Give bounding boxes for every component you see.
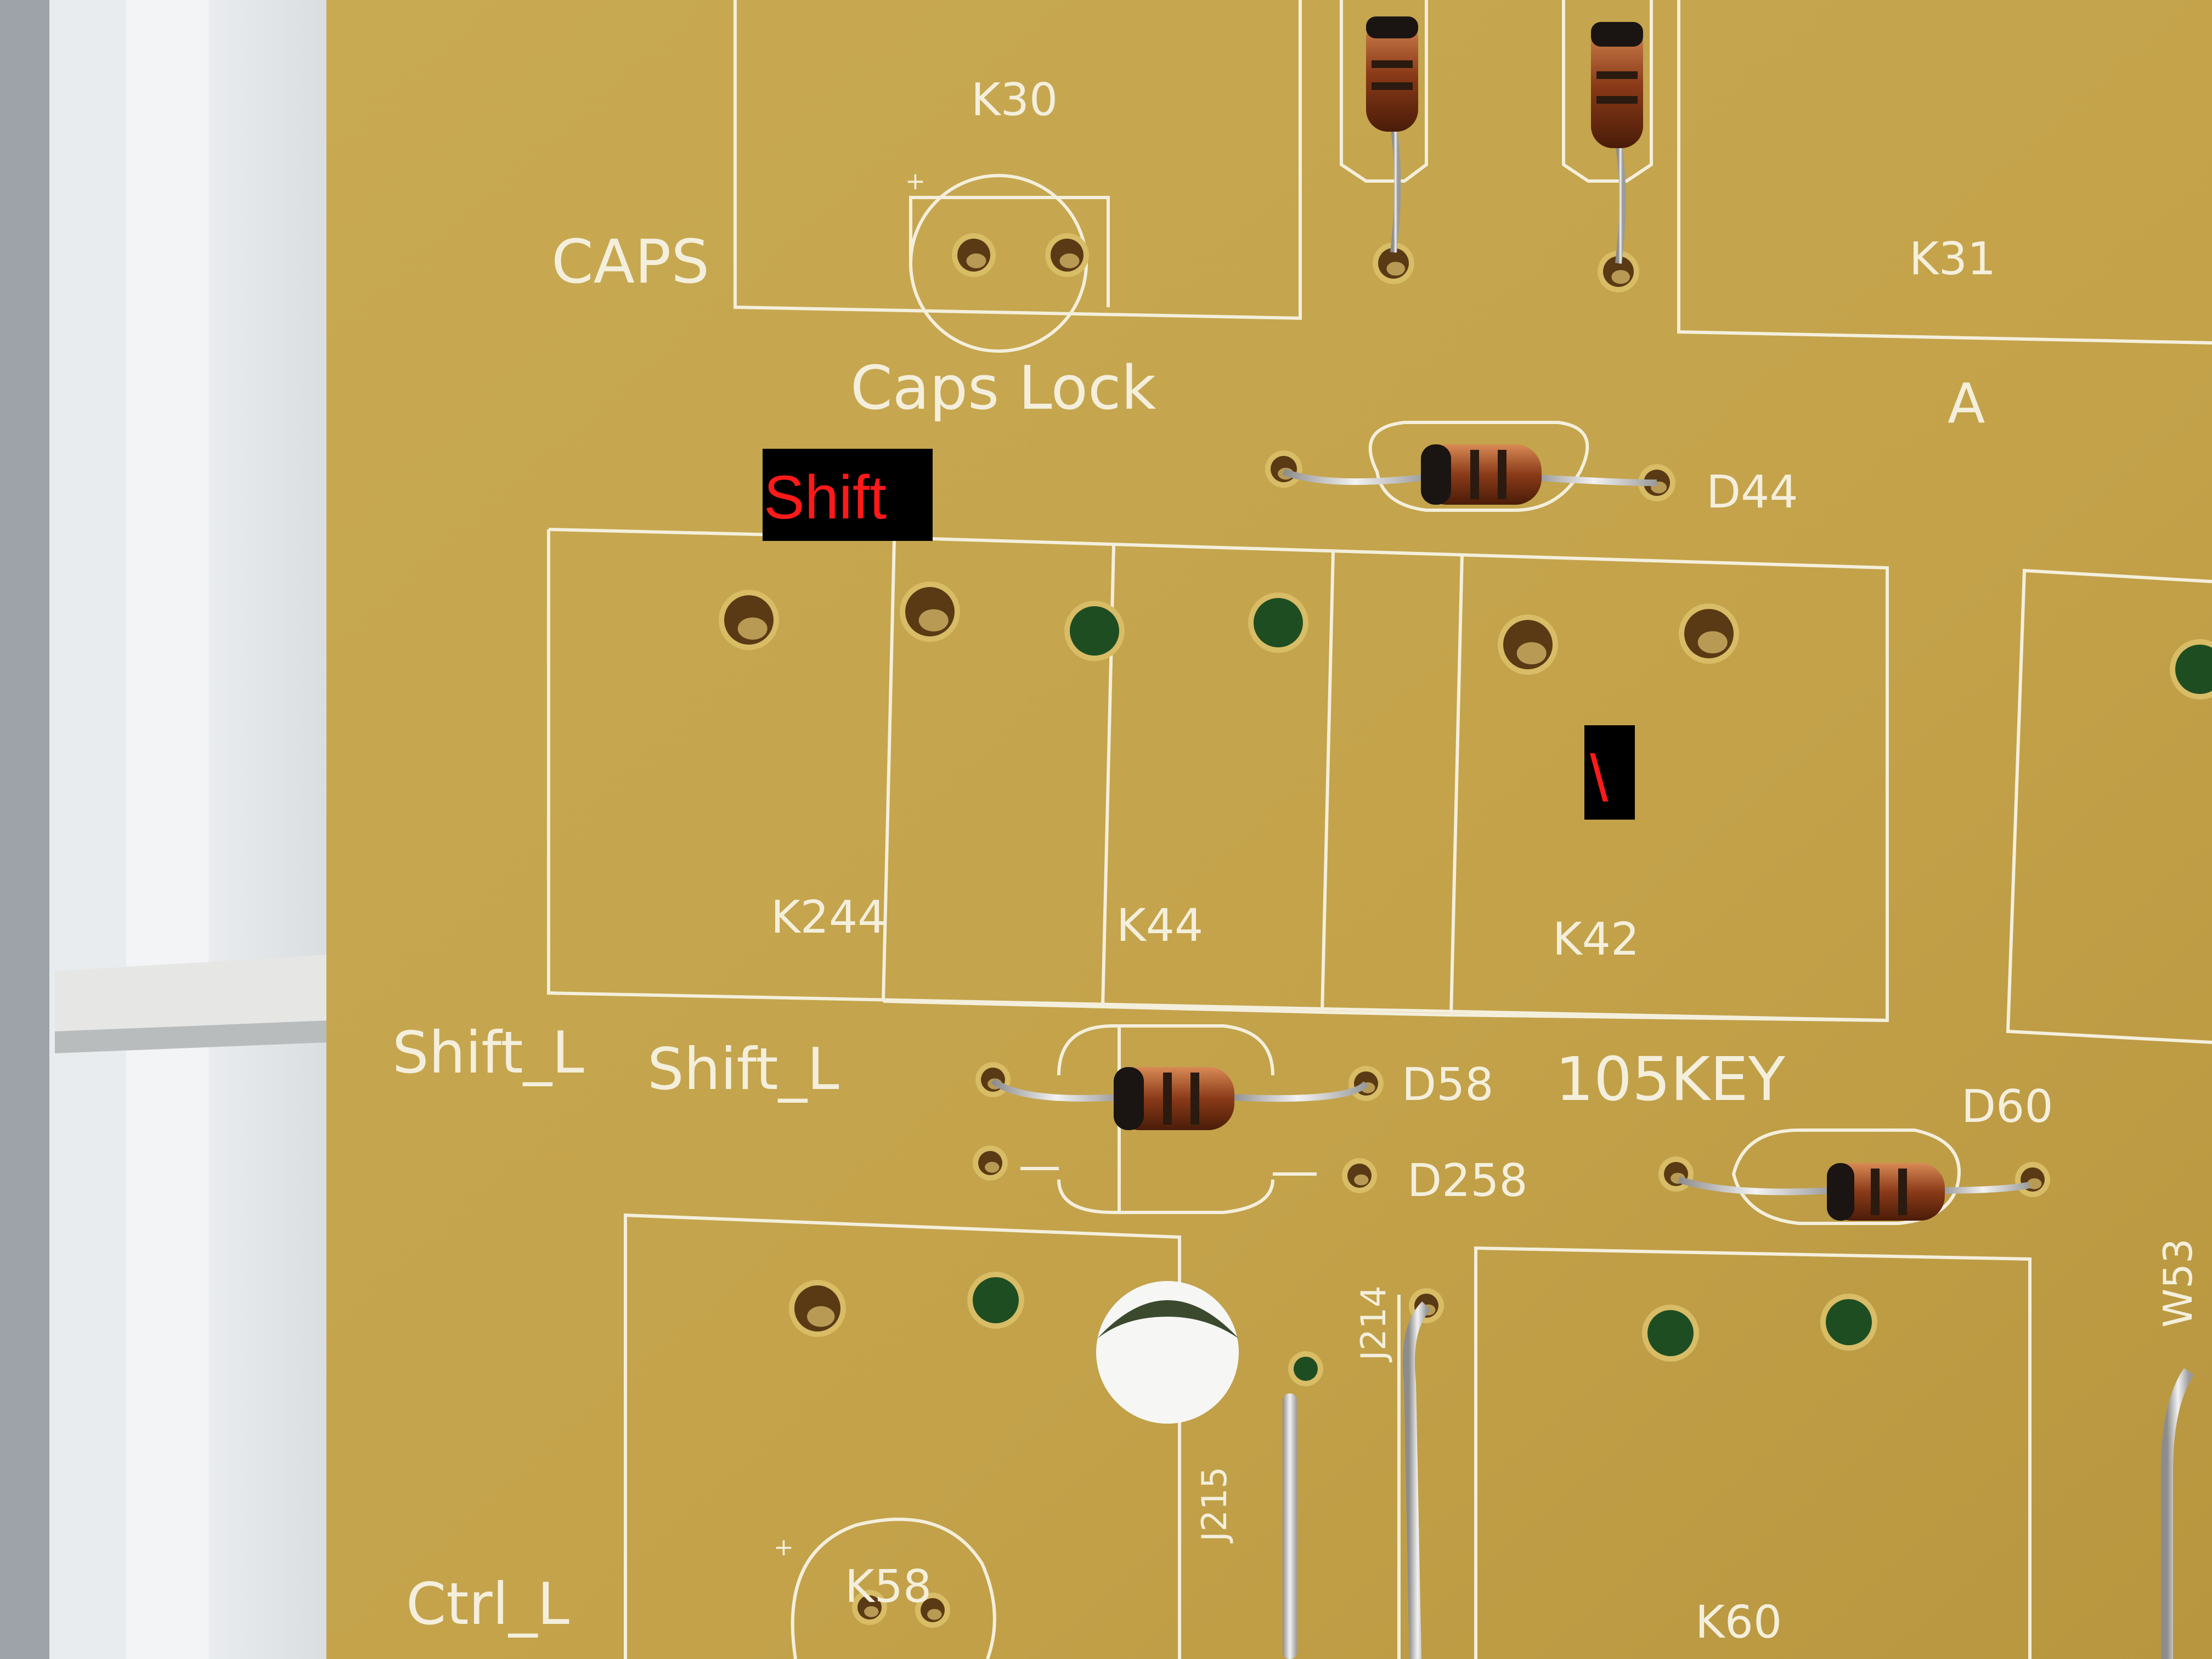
drill-hole <box>1294 1357 1318 1381</box>
label-shift-l-2: Shift_L <box>647 1036 839 1103</box>
hole-highlight <box>918 609 949 631</box>
label-k31: K31 <box>1909 233 1996 285</box>
svg-text:+: + <box>905 167 926 195</box>
hole-highlight <box>1697 631 1728 653</box>
diode-d60 <box>1678 1163 2031 1221</box>
silkscreen-labels: CAPS Caps Lock K30 K31 A D44 K244 K44 K4… <box>392 74 2201 1649</box>
annotation-shift-text: Shift <box>764 463 887 532</box>
hole-highlight <box>864 1606 879 1617</box>
label-d60: D60 <box>1961 1081 2053 1133</box>
hole-highlight <box>1611 270 1630 284</box>
label-caps: CAPS <box>551 227 709 297</box>
label-k244: K244 <box>771 891 886 944</box>
diode-d44 <box>1282 444 1657 505</box>
pcb-holes <box>719 233 2212 1628</box>
drill-hole <box>1826 1299 1872 1345</box>
jumper-wires <box>1283 1301 2194 1659</box>
hole-highlight <box>1059 253 1080 268</box>
hole-highlight <box>985 1161 1000 1173</box>
hole-highlight <box>1354 1174 1369 1186</box>
label-d58: D58 <box>1402 1059 1493 1111</box>
svg-text:+: + <box>774 1533 794 1561</box>
annotation-backslash-text: \ <box>1590 742 1609 815</box>
label-shift-l-1: Shift_L <box>392 1019 584 1086</box>
label-a: A <box>1948 371 1985 436</box>
drill-hole <box>973 1277 1019 1323</box>
label-d258: D258 <box>1407 1155 1528 1207</box>
hole-highlight <box>737 617 768 640</box>
label-k42: K42 <box>1553 913 1639 966</box>
drill-hole <box>1647 1310 1694 1356</box>
pcb-board <box>326 0 2212 1659</box>
drill-hole <box>2175 645 2212 694</box>
diode-d58 <box>991 1067 1369 1130</box>
label-w53: W53 <box>2155 1238 2201 1328</box>
hole-highlight <box>1386 262 1405 276</box>
drill-hole <box>1254 598 1303 647</box>
hole-highlight <box>927 1609 942 1620</box>
label-k44: K44 <box>1116 900 1203 952</box>
hole-highlight <box>966 253 986 268</box>
label-d44: D44 <box>1706 466 1798 518</box>
label-105key: 105KEY <box>1555 1044 1786 1114</box>
label-k58: K58 <box>845 1561 932 1613</box>
plastic-frame <box>0 0 351 1659</box>
hole-highlight <box>2027 1178 2042 1189</box>
label-ctrl-l: Ctrl_L <box>406 1571 569 1638</box>
hole-highlight <box>1516 642 1547 664</box>
hole-highlight <box>807 1306 835 1327</box>
label-caps-lock: Caps Lock <box>850 353 1156 423</box>
label-k30: K30 <box>971 74 1058 126</box>
annotation-shift: Shift <box>763 449 933 541</box>
diode-top-2 <box>1591 0 1643 264</box>
label-j214: J214 <box>1353 1285 1393 1363</box>
label-k60: K60 <box>1695 1596 1782 1649</box>
drill-hole <box>1070 606 1119 656</box>
diode-top-1 <box>1366 0 1418 253</box>
components <box>991 0 2194 1659</box>
annotation-backslash: \ <box>1584 725 1635 820</box>
label-j215: J215 <box>1194 1466 1234 1544</box>
